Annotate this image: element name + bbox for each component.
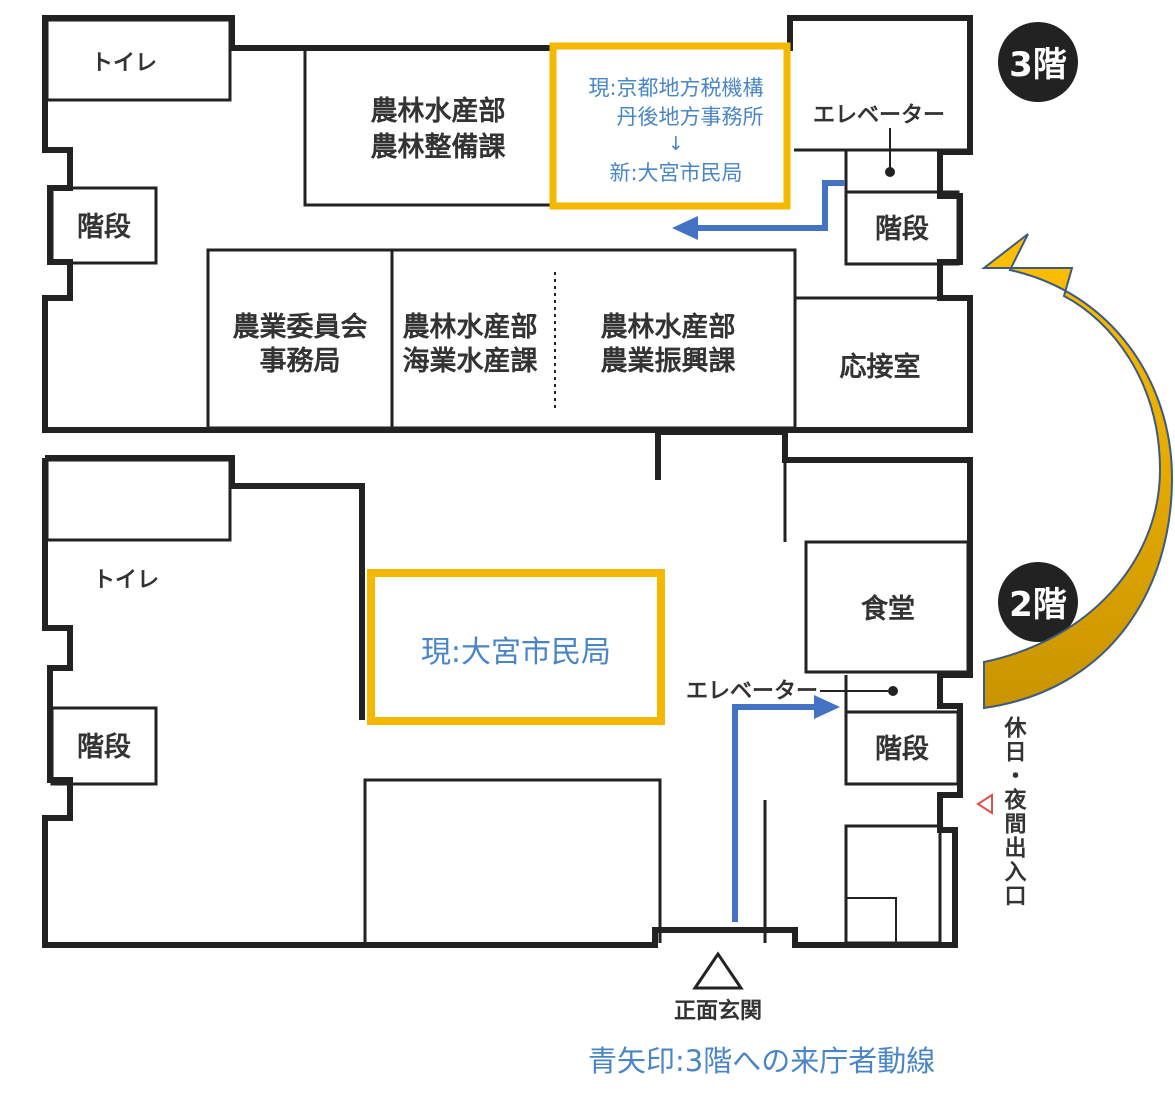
floor3-stairs-right bbox=[844, 190, 960, 266]
floor3-badge-circle bbox=[998, 22, 1078, 102]
route-caption: 青矢印:3階への来庁者動線 bbox=[588, 1044, 936, 1078]
floor3-highlight-box bbox=[549, 42, 791, 210]
floor3-shinko-line2: 農業振興課 bbox=[601, 345, 737, 377]
floor-2: トイレ 階段 食堂 エレベーター 階段 現:大宮市民局 正面玄関 休日・夜 bbox=[42, 429, 1078, 1024]
floor3-kaigyo-line2: 海業水産課 bbox=[403, 345, 539, 377]
floor2-highlight-label: 現:大宮市民局 bbox=[421, 635, 611, 670]
floor3-kaigyo-line1: 農林水産部 bbox=[403, 311, 538, 343]
floor3-elevator-dot bbox=[885, 167, 895, 177]
floor2-blue-route-arrowhead bbox=[814, 695, 840, 719]
floor2-badge-circle bbox=[998, 562, 1078, 642]
floor2-lower-office bbox=[363, 778, 662, 943]
floor3-norin-seibi-line2: 農林整備課 bbox=[371, 131, 507, 163]
floor3-toilet-room bbox=[45, 18, 232, 102]
floor3-badge-label: 3階 bbox=[1009, 45, 1067, 85]
floor2-small-room bbox=[845, 897, 897, 944]
floor2-badge-label: 2階 bbox=[1009, 585, 1067, 625]
floor3-stairs-left bbox=[50, 186, 158, 265]
floor2-stairs-left-label: 階段 bbox=[77, 732, 131, 763]
night-entrance-triangle-icon bbox=[976, 793, 993, 815]
floor3-norin-seibi-room bbox=[303, 50, 555, 207]
floor2-to-floor3-curved-arrow bbox=[981, 233, 1174, 710]
floor3-stairs-right-label: 階段 bbox=[875, 214, 929, 245]
floor3-lower-rooms bbox=[206, 248, 797, 430]
floor2-elevator-dot bbox=[888, 686, 898, 696]
floor3-toilet-label: トイレ bbox=[91, 51, 157, 76]
floor2-elevator-label: エレベーター bbox=[686, 679, 818, 704]
floor3-blue-route-line bbox=[696, 180, 845, 231]
floor2-stairs-right-label: 階段 bbox=[875, 734, 929, 765]
floor3-shinko-line1: 農林水産部 bbox=[601, 311, 736, 343]
floor2-toilet-room bbox=[45, 458, 232, 542]
night-entrance-label: 休日・夜間出入口 bbox=[1001, 716, 1028, 908]
floor2-stairs-right bbox=[844, 710, 960, 786]
floor3-norin-seibi-line1: 農林水産部 bbox=[371, 95, 506, 127]
floor3-stairs-left-label: 階段 bbox=[77, 212, 131, 243]
floor3-highlight-line2: 丹後地方事務所 bbox=[617, 105, 764, 129]
floor2-highlight-box bbox=[367, 569, 665, 725]
floor2-toilet-label: トイレ bbox=[93, 568, 159, 593]
floor3-nogyo-iinkai-line2: 事務局 bbox=[260, 346, 341, 377]
main-entrance-triangle-icon bbox=[692, 951, 744, 990]
floor2-stairs-left bbox=[50, 706, 158, 786]
floor3-blue-route-arrowhead bbox=[672, 216, 698, 240]
floor3-reception-label: 応接室 bbox=[840, 351, 921, 383]
floor2-blue-route-line bbox=[732, 704, 815, 922]
floor3-nogyo-iinkai-line1: 農業委員会 bbox=[233, 312, 368, 343]
floor2-bottom-right-room bbox=[844, 824, 942, 945]
floor2-cafeteria-room bbox=[804, 540, 970, 674]
floor2-cafeteria-label: 食堂 bbox=[861, 593, 915, 625]
floor3-highlight-line1: 現:京都地方税機構 bbox=[588, 76, 763, 100]
floor-3: トイレ 階段 農林水産部 農林整備課 エレベーター 階段 農業委員会 事務局 農… bbox=[42, 15, 1078, 433]
floor3-elevator-label: エレベーター bbox=[813, 103, 945, 128]
floor3-highlight-line4: 新:大宮市民局 bbox=[609, 161, 742, 185]
floor3-highlight-line3: ↓ bbox=[668, 133, 684, 155]
main-entrance-label: 正面玄関 bbox=[674, 998, 762, 1024]
